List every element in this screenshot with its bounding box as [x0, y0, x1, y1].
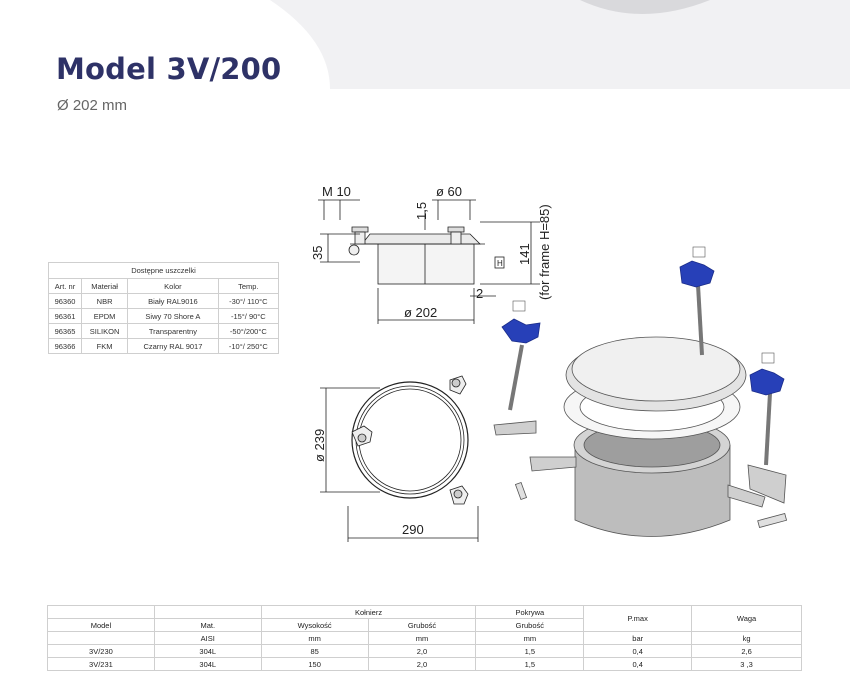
dim-dia202: ø 202	[404, 305, 437, 320]
dim-dia60: ø 60	[436, 184, 462, 199]
spec-unit-height: mm	[260, 631, 369, 645]
seal-table-title: Dostępne uszczelki	[48, 262, 279, 279]
seal-cell: NBR	[80, 293, 129, 309]
seal-cell: 96360	[48, 293, 82, 309]
spec-header-height: Wysokość	[260, 618, 369, 632]
spec-cell: 0,4	[583, 657, 693, 671]
spec-empty-cell	[153, 605, 262, 619]
seal-cell: Transparentny	[127, 323, 219, 339]
dim-2: 2	[476, 286, 483, 301]
spec-cell: 2,0	[367, 657, 477, 671]
seal-cell: Czarny RAL 9017	[127, 338, 219, 354]
seal-cell: Siwy 70 Shore A	[127, 308, 219, 324]
spec-cell: 304L	[153, 644, 262, 658]
dim-m10: M 10	[322, 184, 351, 199]
seal-cell: -10°/ 250°C	[217, 338, 280, 354]
spec-cell: 1,5	[475, 657, 585, 671]
marker-h: H	[497, 259, 503, 268]
spec-header-thickness: Grubość	[367, 618, 477, 632]
spec-unit-thickness: mm	[367, 631, 477, 645]
dim-1-5: 1,5	[414, 202, 429, 220]
table-row: 96360 NBR Biały RAL9016 -30°/ 110°C	[48, 293, 280, 309]
seal-table: Dostępne uszczelki Art. nr Materiał Kolo…	[48, 262, 280, 354]
spec-cell: 2,0	[367, 644, 477, 658]
spec-unit-weight: kg	[691, 631, 802, 645]
spec-cell: 304L	[153, 657, 262, 671]
seal-cell: 96361	[48, 308, 82, 324]
seal-cell: SILIKON	[80, 323, 129, 339]
spec-cell: 1,5	[475, 644, 585, 658]
spec-group-pmax: P.max	[583, 605, 693, 632]
spec-group-flange: Kołnierz	[260, 605, 477, 619]
table-row: 96365 SILIKON Transparentny -50°/200°C	[48, 323, 280, 339]
table-row: 96361 EPDM Siwy 70 Shore A -15°/ 90°C	[48, 308, 280, 324]
seal-header-color: Kolor	[127, 278, 219, 294]
spec-group-weight: Waga	[691, 605, 802, 632]
spec-header-mat: Mat.	[153, 618, 262, 632]
spec-table: Kołnierz Pokrywa P.max Waga Model Mat. W…	[47, 605, 802, 671]
seal-cell: 96365	[48, 323, 82, 339]
seal-cell: -15°/ 90°C	[217, 308, 280, 324]
table-row: 96366 FKM Czarny RAL 9017 -10°/ 250°C	[48, 338, 280, 354]
spec-group-cover: Pokrywa	[475, 605, 585, 619]
spec-empty-cell	[47, 605, 155, 619]
dim-frame-note: (for frame H=85)	[537, 204, 552, 300]
seal-cell: Biały RAL9016	[127, 293, 219, 309]
spec-cell: 3V/230	[47, 644, 155, 658]
spec-cell: 150	[260, 657, 369, 671]
seal-cell: 96366	[48, 338, 82, 354]
dim-dia239: ø 239	[312, 429, 327, 462]
spec-cell: 3V/231	[47, 657, 155, 671]
seal-cell: EPDM	[80, 308, 129, 324]
spec-unit-cover-thickness: mm	[475, 631, 585, 645]
spec-header-model: Model	[47, 618, 155, 632]
spec-unit-pmax: bar	[583, 631, 693, 645]
table-row: 3V/230 304L 85 2,0 1,5 0,4 2,6	[47, 644, 802, 658]
spec-cell: 3 ,3	[691, 657, 802, 671]
spec-unit-mat: AISI	[153, 631, 262, 645]
dim-35: 35	[310, 246, 325, 260]
seal-cell: -50°/200°C	[217, 323, 280, 339]
spec-empty-cell	[47, 631, 155, 645]
dim-290: 290	[402, 522, 424, 537]
spec-cell: 2,6	[691, 644, 802, 658]
technical-drawing: M 10 ø 60 1,5 35 141 (for frame H=85) 2 …	[310, 184, 552, 542]
seal-header-temp: Temp.	[217, 278, 280, 294]
spec-cell: 0,4	[583, 644, 693, 658]
seal-cell: -30°/ 110°C	[217, 293, 280, 309]
spec-cell: 85	[260, 644, 369, 658]
dim-141: 141	[517, 243, 532, 265]
spec-header-cover-thickness: Grubość	[475, 618, 585, 632]
table-row: 3V/231 304L 150 2,0 1,5 0,4 3 ,3	[47, 657, 802, 671]
exploded-view-illustration	[493, 246, 788, 537]
seal-header-artnr: Art. nr	[48, 278, 82, 294]
page-title: Model 3V/200	[56, 52, 282, 86]
page-subtitle: Ø 202 mm	[57, 97, 128, 114]
seal-header-material: Materiał	[80, 278, 129, 294]
seal-cell: FKM	[80, 338, 129, 354]
